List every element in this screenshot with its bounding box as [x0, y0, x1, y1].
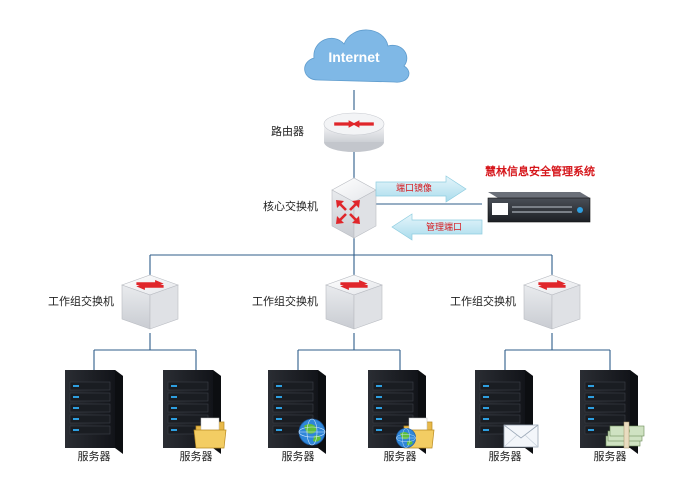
appliance-power-icon [577, 207, 583, 213]
core-switch: 核心交换机 [263, 177, 377, 239]
router-label: 路由器 [271, 124, 304, 138]
server-label: 服务器 [180, 450, 213, 463]
workgroup-switch-label: 工作组交换机 [252, 294, 318, 308]
server-label: 服务器 [384, 450, 417, 463]
connection-lines [93, 90, 611, 370]
workgroup-switch-1: 工作组交换机 [48, 274, 179, 330]
server-label: 服务器 [78, 450, 111, 463]
server-4: 服务器 [367, 369, 435, 463]
server-2: 服务器 [162, 369, 227, 463]
management-port-label: 管理端口 [426, 221, 462, 233]
core-switch-arrows-icon [336, 200, 360, 224]
server-label: 服务器 [489, 450, 522, 463]
server-6: 服务器 [579, 369, 645, 463]
port-mirror-arrow: 端口镜像 [375, 175, 467, 203]
globe-icon [298, 418, 326, 446]
cloud-icon [304, 29, 410, 83]
workgroup-switch-3: 工作组交换机 [450, 274, 581, 330]
workgroup-switch-label: 工作组交换机 [48, 294, 114, 308]
workgroup-switch-label: 工作组交换机 [450, 294, 516, 308]
money-icon [605, 421, 645, 449]
router: 路由器 [271, 112, 385, 152]
security-system-label: 慧林信息安全管理系统 [485, 164, 595, 178]
internet-cloud: Internet [304, 29, 410, 83]
server-5: 服务器 [474, 369, 539, 463]
server-label: 服务器 [594, 450, 627, 463]
server-3: 服务器 [267, 369, 327, 463]
server-label: 服务器 [282, 450, 315, 463]
cloud-label: Internet [328, 49, 380, 65]
globe-icon [395, 427, 417, 449]
management-port-arrow: 管理端口 [391, 213, 483, 241]
workgroup-switch-2: 工作组交换机 [252, 274, 383, 330]
router-arrows-icon [334, 120, 374, 128]
core-switch-label: 核心交换机 [263, 199, 318, 213]
security-appliance: 慧林信息安全管理系统 [485, 164, 595, 223]
server-1: 服务器 [64, 369, 124, 463]
mail-icon [503, 424, 539, 448]
port-mirror-label: 端口镜像 [396, 182, 432, 194]
appliance-front-panel [492, 203, 508, 215]
